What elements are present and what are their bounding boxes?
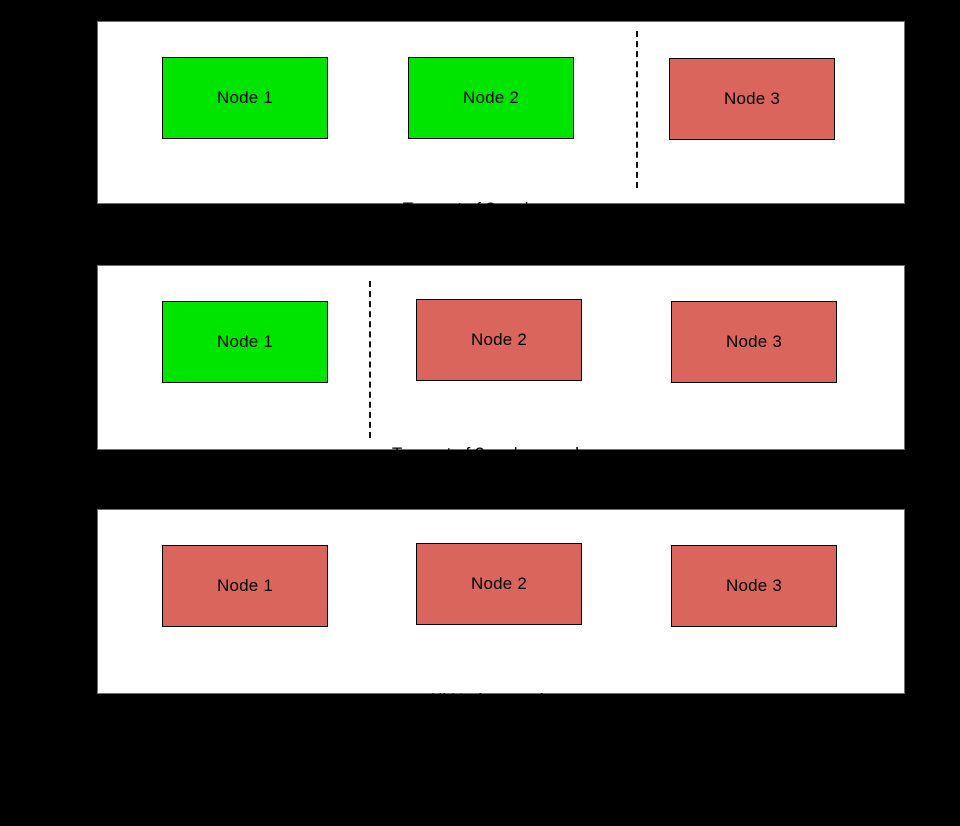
node-label: Node 2: [470, 330, 528, 349]
scenario-panel-two-down: Node 1 Node 2 Node 3 Two out of 3 nodes …: [97, 265, 905, 532]
node-box-3: Node 3: [671, 545, 837, 627]
node-box-2: Node 2: [416, 299, 582, 381]
node-box-1: Node 1: [162, 301, 328, 383]
node-label: Node 3: [723, 89, 781, 108]
scenario-panel-all-down: Node 1 Node 2 Node 3 All Nodes are down …: [97, 509, 905, 778]
node-label: Node 1: [216, 576, 274, 595]
node-box-2: Node 2: [408, 57, 574, 139]
node-label: Node 2: [462, 88, 520, 107]
node-label: Node 3: [725, 576, 783, 595]
partition-divider-line: [636, 31, 638, 188]
node-label: Node 3: [725, 332, 783, 351]
node-box-3: Node 3: [671, 301, 837, 383]
node-box-1: Node 1: [162, 545, 328, 627]
caption-line-1: Two out of 3 nodes are down: [391, 444, 611, 463]
node-box-3: Node 3: [669, 58, 835, 140]
scenario-panel-two-up: Node 1 Node 2 Node 3 Two out of 3 nodes …: [97, 21, 905, 287]
node-box-2: Node 2: [416, 543, 582, 625]
caption-line-1: All Nodes are down: [427, 690, 575, 709]
node-label: Node 1: [216, 332, 274, 351]
node-label: Node 1: [216, 88, 274, 107]
cluster-quorum-diagram: { "diagram": { "background_color": "#000…: [97, 21, 905, 778]
partition-divider-line: [369, 281, 371, 438]
caption-line-2: Majority Fails & Cluster Stops: [389, 759, 613, 778]
node-label: Node 2: [470, 574, 528, 593]
node-box-1: Node 1: [162, 57, 328, 139]
scenario-caption: All Nodes are down Majority Fails & Clus…: [98, 642, 904, 826]
caption-line-1: Two out of 3 nodes are up: [402, 199, 600, 218]
